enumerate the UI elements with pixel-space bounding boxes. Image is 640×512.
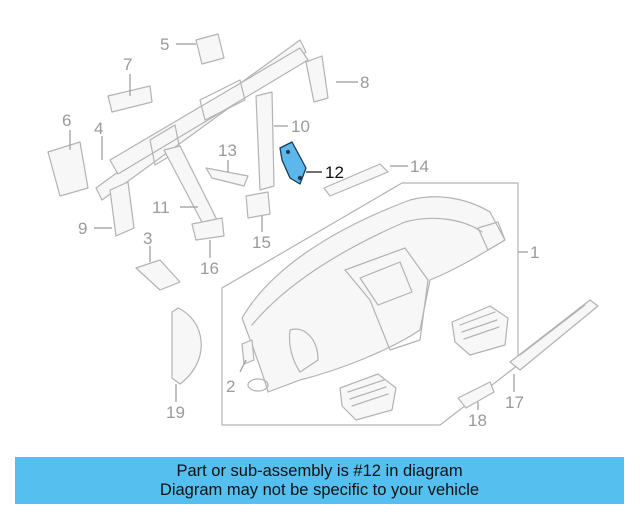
part-2-bracket	[241, 339, 255, 365]
callout-14: 14	[410, 157, 429, 176]
cross-car-beam	[95, 39, 309, 201]
part-16-bracket	[191, 217, 225, 241]
callout-12-highlighted: 12	[325, 163, 344, 182]
callout-2: 2	[226, 377, 235, 396]
callout-19: 19	[166, 403, 185, 422]
part-12-highlighted[interactable]	[279, 141, 307, 185]
callout-9: 9	[78, 219, 87, 238]
part-11-brace	[163, 145, 219, 227]
part-5-bracket	[195, 33, 225, 65]
callout-17: 17	[505, 393, 524, 412]
callout-6: 6	[62, 111, 71, 130]
part-17-rail	[509, 299, 599, 371]
part-6-bracket	[47, 141, 89, 197]
callout-11: 11	[152, 198, 170, 217]
vent-right	[451, 305, 509, 356]
callout-3: 3	[143, 229, 152, 248]
info-banner: Part or sub-assembly is #12 in diagram D…	[15, 457, 624, 504]
callout-10: 10	[291, 117, 310, 136]
part-19-trim	[171, 307, 202, 385]
callout-4: 4	[94, 119, 103, 138]
callout-8: 8	[360, 73, 369, 92]
part-15-bracket	[245, 191, 271, 219]
part-18-bracket	[457, 381, 495, 409]
part-9-bracket	[109, 181, 135, 237]
callout-5: 5	[160, 35, 169, 54]
part-7-bracket	[107, 85, 153, 113]
callout-16: 16	[200, 259, 219, 278]
part-13-bracket	[205, 167, 249, 187]
callout-18: 18	[468, 411, 487, 430]
part-3-bracket	[135, 259, 181, 291]
callout-7: 7	[123, 55, 132, 74]
parts-diagram: 1 2 3 4 5 6 7 8 9 10 11 12 13 14 15 16 1…	[47, 33, 599, 430]
callout-13: 13	[218, 141, 237, 160]
leader-lines	[69, 43, 515, 410]
banner-line-2: Diagram may not be specific to your vehi…	[159, 480, 480, 499]
vent-lower	[339, 373, 397, 421]
part-14-bracket	[323, 163, 389, 197]
part-10-pillar	[255, 91, 275, 191]
banner-line-1: Part or sub-assembly is #12 in diagram	[176, 461, 463, 480]
callout-1: 1	[530, 243, 539, 262]
part-8-bracket	[305, 55, 329, 103]
callout-15: 15	[252, 233, 271, 252]
dashboard-panel	[241, 196, 506, 393]
